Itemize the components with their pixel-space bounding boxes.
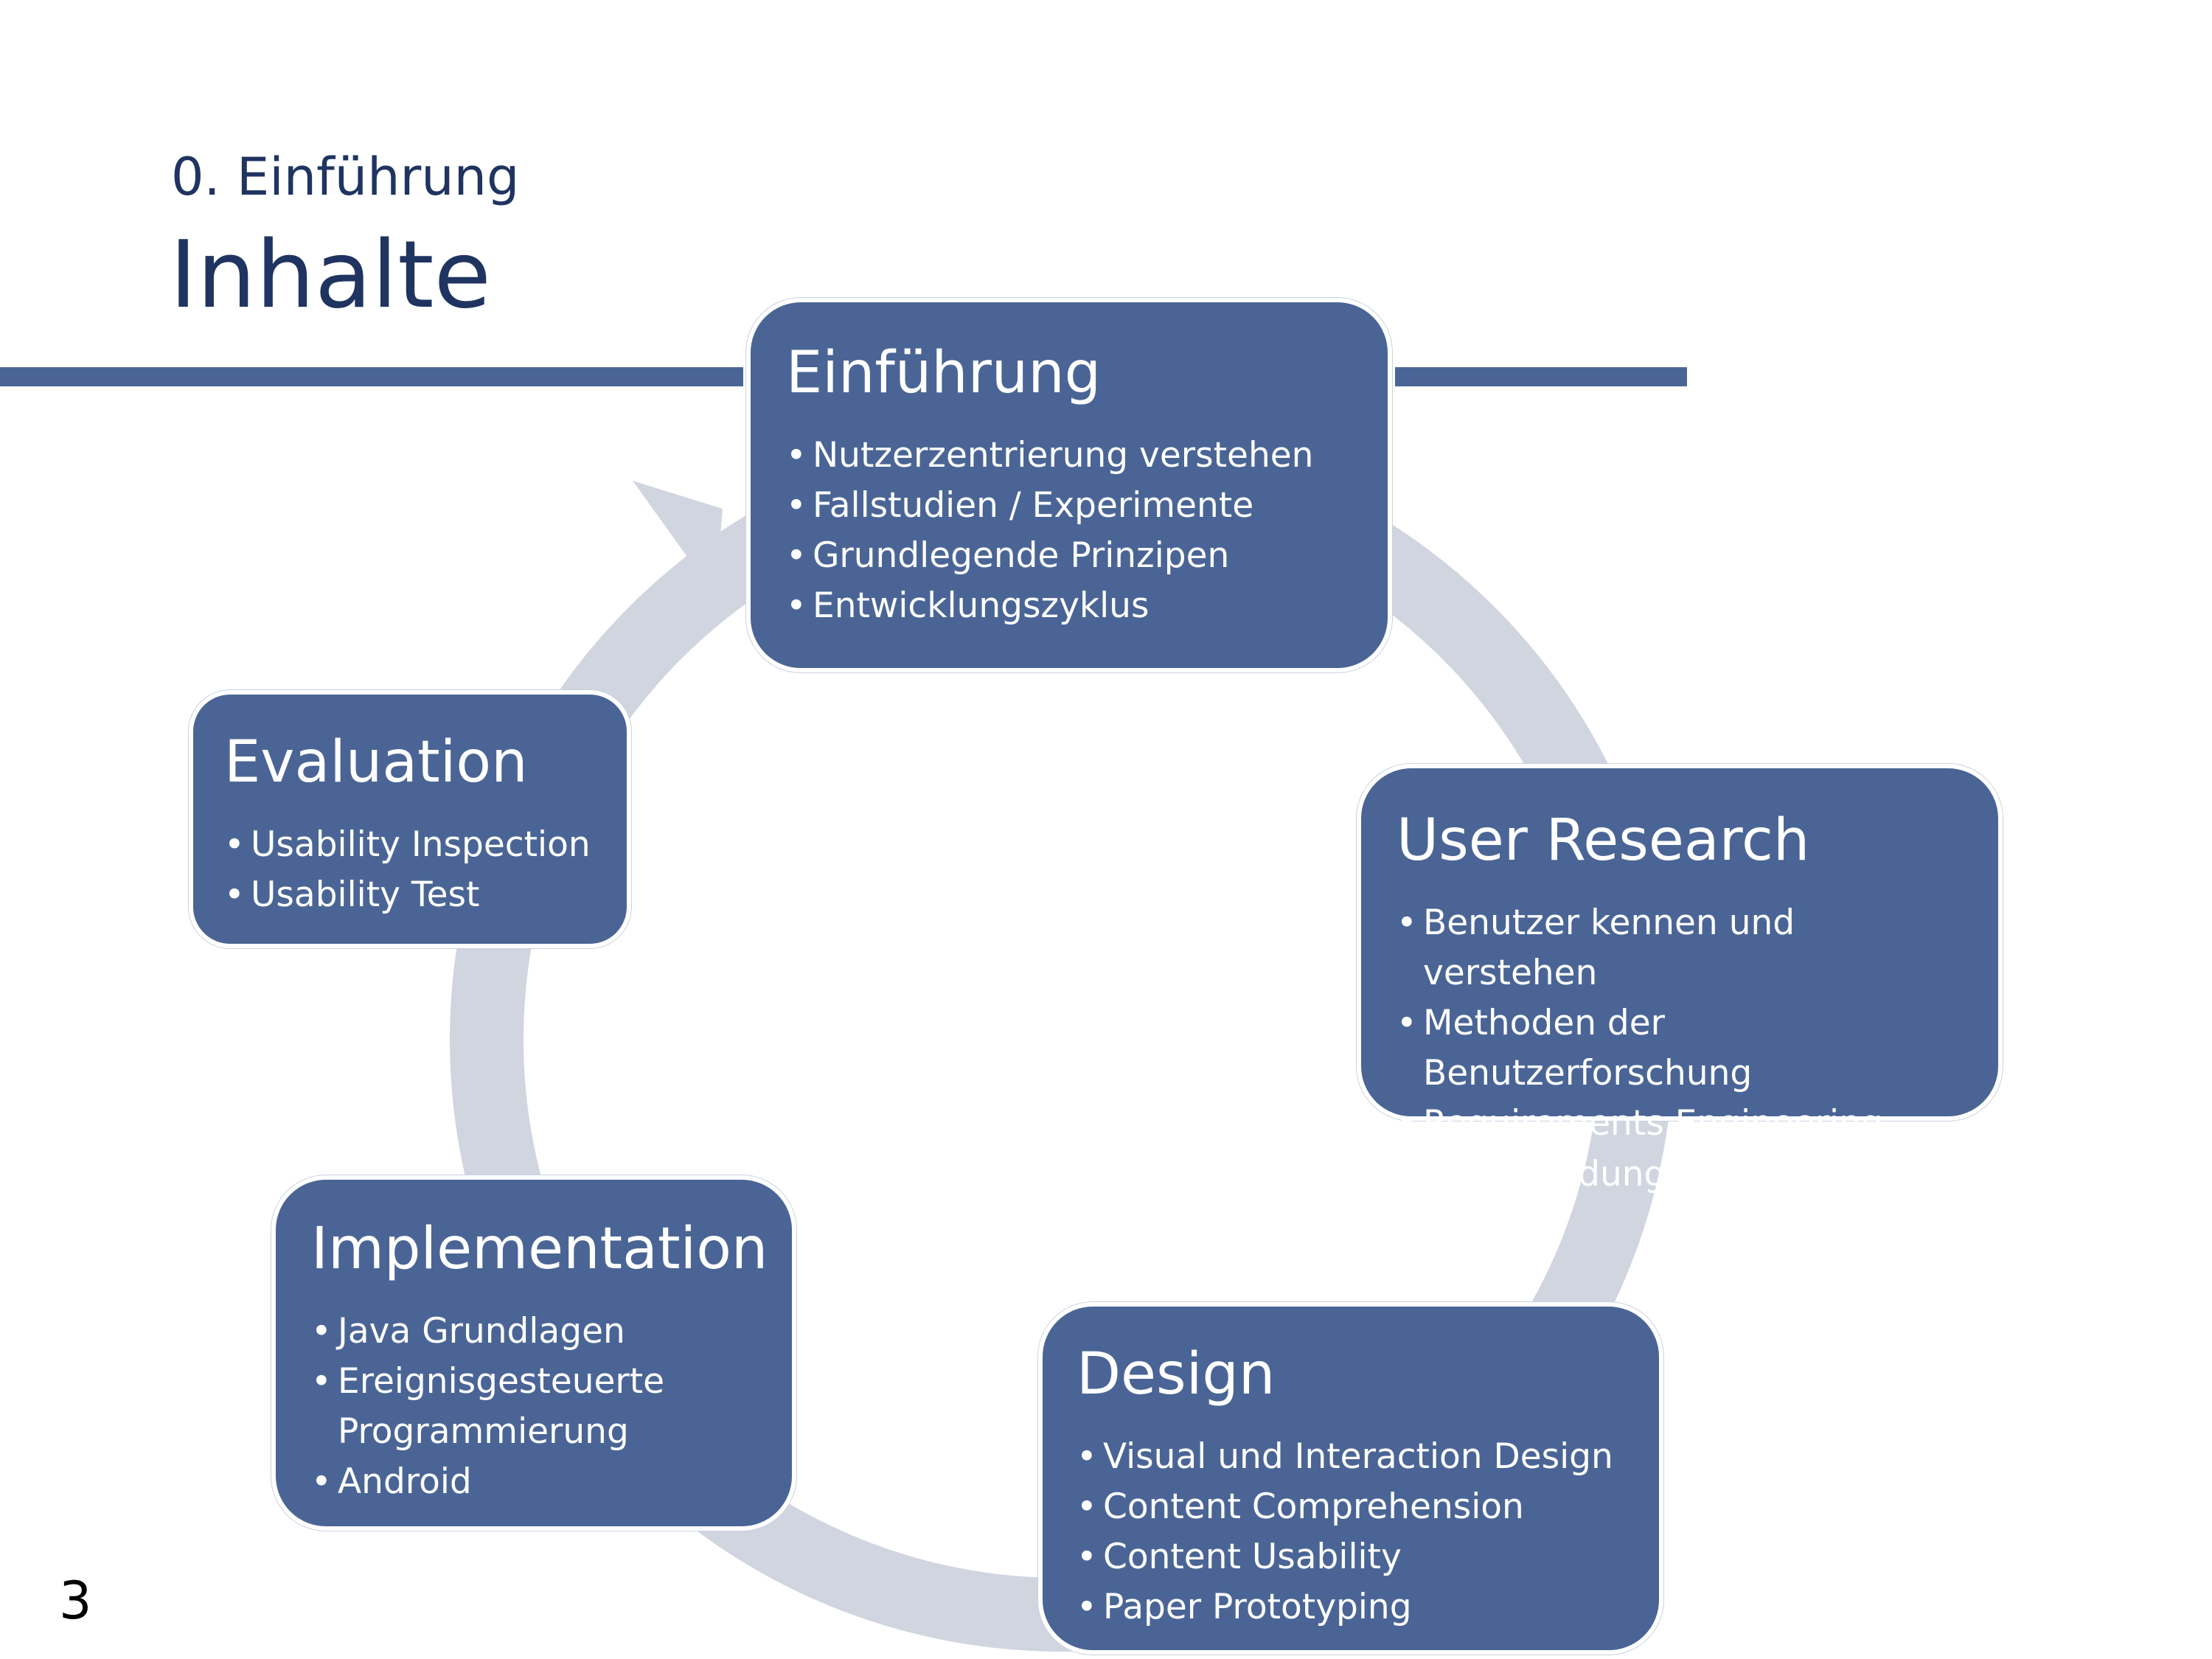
cycle-step-evaluation: Evaluation Usability Inspection Usabilit… — [189, 690, 631, 948]
step-title: Evaluation — [224, 729, 528, 796]
step-list: Java Grundlagen Ereignisgesteuerte Progr… — [311, 1307, 762, 1508]
step-title: Einführung — [786, 340, 1102, 406]
cycle-arrowhead — [633, 481, 723, 596]
list-item: Grundlegende Prinzipen — [786, 531, 1354, 581]
step-list: Nutzerzentrierung verstehen Fallstudien … — [786, 431, 1354, 632]
step-title: Implementation — [311, 1216, 768, 1282]
list-item: Ereignisgesteuerte Programmierung — [311, 1357, 762, 1457]
step-list: Visual und Interaction Design Content Co… — [1077, 1432, 1630, 1633]
list-item: Usability Inspection — [224, 820, 605, 870]
list-item: Nutzerzentrierung verstehen — [786, 431, 1354, 481]
header-rule-right — [1395, 367, 1687, 386]
step-list: Benutzer kennen und verstehen Methoden d… — [1397, 898, 1969, 1200]
list-item: Methoden der Benutzerforschung — [1397, 998, 1969, 1099]
list-item: Visual und Interaction Design — [1077, 1432, 1630, 1482]
section-subtitle: 0. Einführung — [171, 147, 520, 207]
header-rule-left — [0, 367, 743, 386]
cycle-step-user-research: User Research Benutzer kennen und verste… — [1357, 764, 2003, 1200]
step-title: User Research — [1397, 807, 1810, 874]
cycle-step-einfuehrung: Einführung Nutzerzentrierung verstehen F… — [746, 298, 1392, 672]
page-number: 3 — [59, 1571, 92, 1631]
page-title: Inhalte — [170, 220, 492, 329]
cycle-step-implementation: Implementation Java Grundlagen Ereignisg… — [271, 1175, 796, 1531]
list-item: Content Comprehension — [1077, 1482, 1630, 1532]
list-item: Modellbildung — [1397, 1150, 1969, 1200]
list-item: Content Usability — [1077, 1532, 1630, 1582]
list-item: Benutzer kennen und verstehen — [1397, 898, 1969, 998]
list-item: Android — [311, 1457, 762, 1507]
cycle-step-design: Design Visual und Interaction Design Con… — [1038, 1302, 1663, 1655]
list-item: Fallstudien / Experimente — [786, 481, 1354, 531]
list-item: Paper Prototyping — [1077, 1582, 1630, 1632]
list-item: Requirements Engineering — [1397, 1099, 1969, 1149]
step-list: Usability Inspection Usability Test — [224, 820, 605, 920]
step-title: Design — [1077, 1341, 1276, 1408]
list-item: Java Grundlagen — [311, 1307, 762, 1357]
list-item: Usability Test — [224, 870, 605, 920]
list-item: Entwicklungszyklus — [786, 581, 1354, 631]
